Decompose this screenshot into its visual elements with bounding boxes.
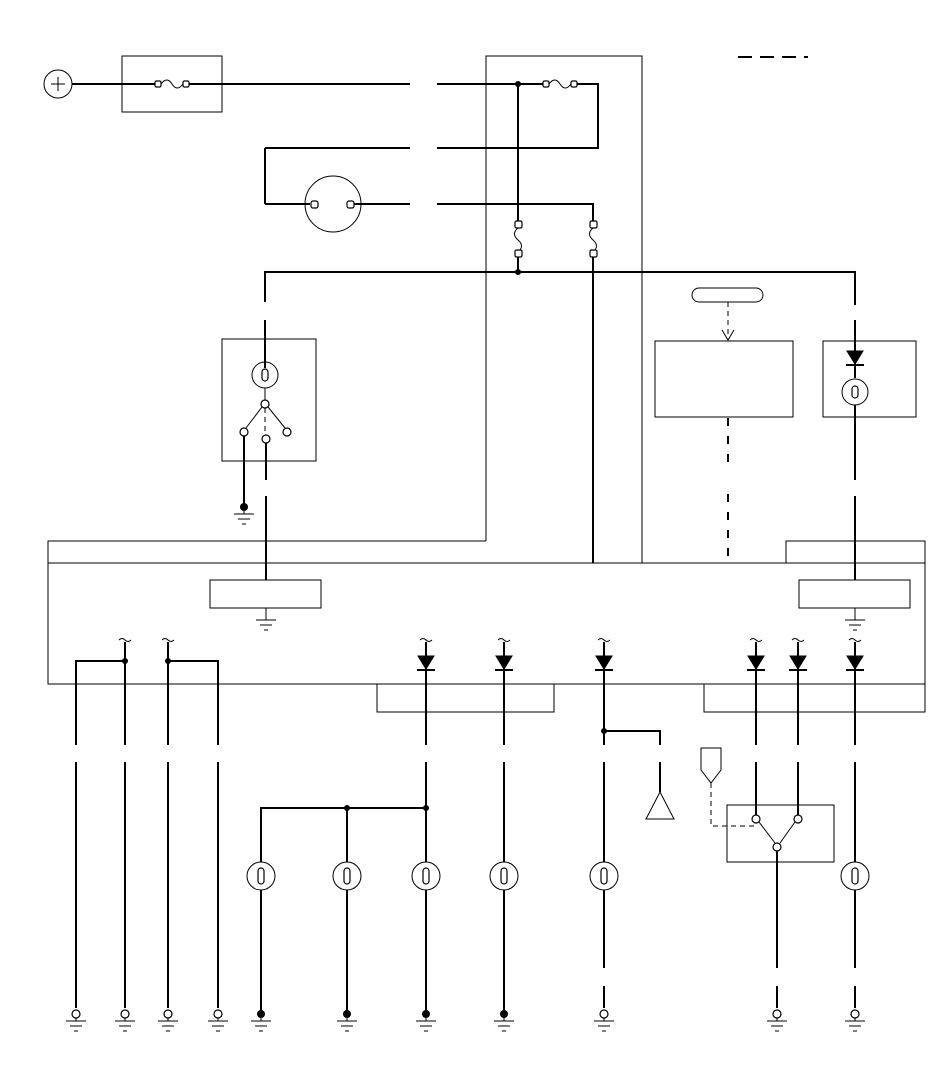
ground-icon <box>256 608 276 631</box>
switch-icon <box>239 388 292 444</box>
control-module-box <box>654 340 794 418</box>
ground-row <box>66 1009 865 1032</box>
connector-block-right <box>703 683 926 713</box>
ground-icon <box>251 1010 271 1032</box>
diode-output-604 <box>595 638 661 745</box>
horizontal-bus <box>264 271 856 305</box>
junction-dot <box>515 269 521 275</box>
indicator-box <box>822 340 917 418</box>
fuse-panel-outline <box>485 55 643 563</box>
bulb-icon <box>489 861 519 891</box>
diode-output-426 <box>417 638 435 745</box>
ground-icon <box>66 1009 86 1032</box>
diode-output-798 <box>789 638 807 745</box>
ground-icon <box>494 1010 514 1032</box>
ground-icon <box>115 1009 135 1032</box>
bulb-icon <box>841 378 869 406</box>
bulb-icon <box>411 861 441 891</box>
controller-sub-box-left <box>209 579 322 609</box>
bulb-icon <box>840 861 870 891</box>
sensor-pill <box>691 287 764 303</box>
ground-icon <box>845 1009 865 1032</box>
switch-icon <box>751 814 803 852</box>
diode-output-504 <box>495 638 513 745</box>
junction-dot <box>515 81 521 87</box>
ground-icon <box>845 608 865 631</box>
triangle-sensor-icon <box>645 762 675 820</box>
lower-left-wires <box>75 762 219 1008</box>
ground-icon <box>416 1010 436 1032</box>
bulb-icon <box>251 361 279 389</box>
ground-icon <box>208 1009 228 1032</box>
controller-sub-box-right <box>798 579 911 609</box>
diode-output-855 <box>846 638 864 745</box>
output-group-left <box>75 638 219 745</box>
bulb-bus <box>260 807 426 826</box>
diode-output-756 <box>747 638 765 745</box>
switch-box <box>221 338 317 462</box>
pentagon-connector-icon <box>700 747 756 827</box>
ground-icon <box>337 1010 357 1032</box>
bulb-icon <box>246 861 276 891</box>
controller-top-left <box>47 540 486 563</box>
ground-icon <box>234 503 254 525</box>
ground-icon <box>594 1009 614 1032</box>
fuse-icon <box>589 220 598 258</box>
diode-icon <box>846 350 864 366</box>
fuse-icon <box>514 220 523 258</box>
right-switch-box <box>726 804 835 863</box>
fuse-icon <box>542 79 578 89</box>
ground-icon <box>767 1009 787 1032</box>
controller-box <box>47 562 926 685</box>
connector-block-center <box>376 683 555 713</box>
junction-dot <box>344 805 350 811</box>
controller-top-right <box>785 540 926 563</box>
fuse-icon <box>154 79 190 89</box>
motor-icon <box>304 175 362 233</box>
motor-return-wire <box>437 203 594 222</box>
bulb-icon <box>332 861 362 891</box>
sensor-arrow <box>721 329 735 341</box>
bulb-icon <box>589 861 619 891</box>
battery-positive-icon <box>43 69 73 99</box>
ground-icon <box>158 1009 178 1032</box>
